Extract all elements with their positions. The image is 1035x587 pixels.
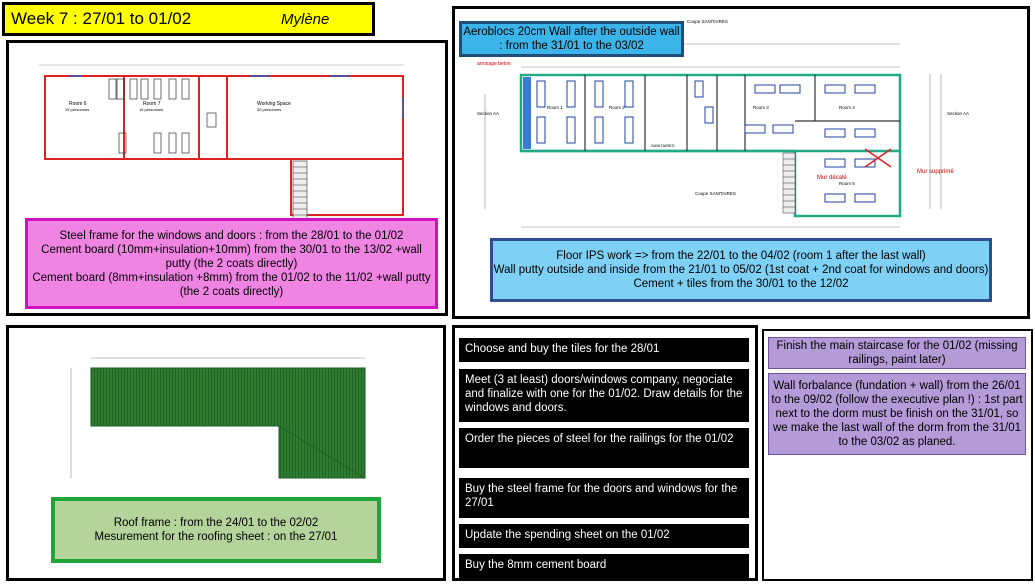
mur-supprime-label: Mur supprimé <box>917 169 954 175</box>
floor-ips-note: Floor IPS work => from the 22/01 to the … <box>490 238 992 302</box>
task-item-4: Buy the steel frame for the doors and wi… <box>459 478 749 518</box>
room-7-label: Room 7 <box>143 101 161 107</box>
plan-left-panel: Room 6 15 personnes Room 7 15 personnes … <box>6 40 448 316</box>
wall-forbalance-text: Wall forbalance (fundation + wall) from … <box>771 380 1023 448</box>
roof-frame-note: Roof frame : from the 24/01 to the 02/02… <box>51 497 381 563</box>
steel-frame-note: Steel frame for the windows and doors : … <box>25 218 438 309</box>
aerobloc-note: Aeroblocs 20cm Wall after the outside wa… <box>459 21 684 57</box>
week-title: Week 7 : 27/01 to 01/02 <box>11 9 192 28</box>
task-text-5: Update the spending sheet on the 01/02 <box>465 529 670 541</box>
week-title-bar: Week 7 : 27/01 to 01/02 Mylène <box>2 2 375 36</box>
wall-forbalance-note: Wall forbalance (fundation + wall) from … <box>768 373 1026 455</box>
room-5-label: Room 5 <box>839 181 855 186</box>
roof-line-1: Roof frame : from the 24/01 to the 02/02 <box>113 517 319 529</box>
steel-frame-line-1: Steel frame for the windows and doors : … <box>59 229 404 242</box>
task-item-5: Update the spending sheet on the 01/02 <box>459 524 749 548</box>
section-aa-right: Section AA <box>947 111 969 116</box>
task-text-4: Buy the steel frame for the doors and wi… <box>465 483 738 509</box>
working-space-label: Working Space <box>257 101 291 107</box>
plan-right-panel: Coupe SANITAIRES Coupe SANITAIRES arrosa… <box>452 6 1030 319</box>
staircase-text: Finish the main staircase for the 01/02 … <box>776 340 1018 366</box>
room-6-capacity: 15 personnes <box>65 107 89 112</box>
task-item-1: Choose and buy the tiles for the 28/01 <box>459 338 749 362</box>
author-name: Mylène <box>281 11 330 28</box>
working-space-capacity: 30 personnes <box>257 107 281 112</box>
steel-frame-line-2: Cement board (10mm+insulation+10mm) from… <box>41 243 422 270</box>
section-aa-left: Section AA <box>477 111 499 116</box>
roof-line-2: Mesurement for the roofing sheet : on th… <box>94 531 338 543</box>
roof-panel: Roof frame : from the 24/01 to the 02/02… <box>6 325 446 581</box>
mur-decale-label: Mur décalé <box>817 175 847 181</box>
task-text-6: Buy the 8mm cement board <box>465 559 607 571</box>
aerobloc-text: Aeroblocs 20cm Wall after the outside wa… <box>463 26 680 52</box>
room-2-label: Room 2 <box>609 105 625 110</box>
roof-plan <box>70 357 366 479</box>
floor-ips-line-3: Cement + tiles from the 30/01 to the 12/… <box>633 278 849 290</box>
room-7-capacity: 15 personnes <box>139 107 163 112</box>
task-item-6: Buy the 8mm cement board <box>459 554 749 578</box>
task-item-3: Order the pieces of steel for the railin… <box>459 428 749 468</box>
room-6-label: Room 6 <box>69 101 87 107</box>
steel-frame-line-3: Cement board (8mm+insulation +8mm) from … <box>32 271 431 298</box>
task-text-3: Order the pieces of steel for the railin… <box>465 433 734 445</box>
room-3-label: Room 3 <box>753 105 769 110</box>
coupe-top-label: Coupe SANITAIRES <box>687 19 728 24</box>
floor-ips-line-1: Floor IPS work => from the 22/01 to the … <box>556 250 926 262</box>
room-4-label: Room 4 <box>839 105 855 110</box>
task-text-1: Choose and buy the tiles for the 28/01 <box>465 343 660 355</box>
sanitaires-label: SANITAIRES <box>651 143 675 148</box>
arrosage-label: arrosage beton <box>477 61 511 67</box>
task-text-2: Meet (3 at least) doors/windows company,… <box>465 374 743 414</box>
task-item-2: Meet (3 at least) doors/windows company,… <box>459 369 749 422</box>
floor-ips-line-2: Wall putty outside and inside from the 2… <box>493 264 989 276</box>
side-notes-panel <box>762 329 1033 581</box>
coupe-bottom-label: Coupe SANITAIRES <box>695 191 736 196</box>
room-1-label: Room 1 <box>547 105 563 110</box>
staircase-note: Finish the main staircase for the 01/02 … <box>768 337 1026 369</box>
